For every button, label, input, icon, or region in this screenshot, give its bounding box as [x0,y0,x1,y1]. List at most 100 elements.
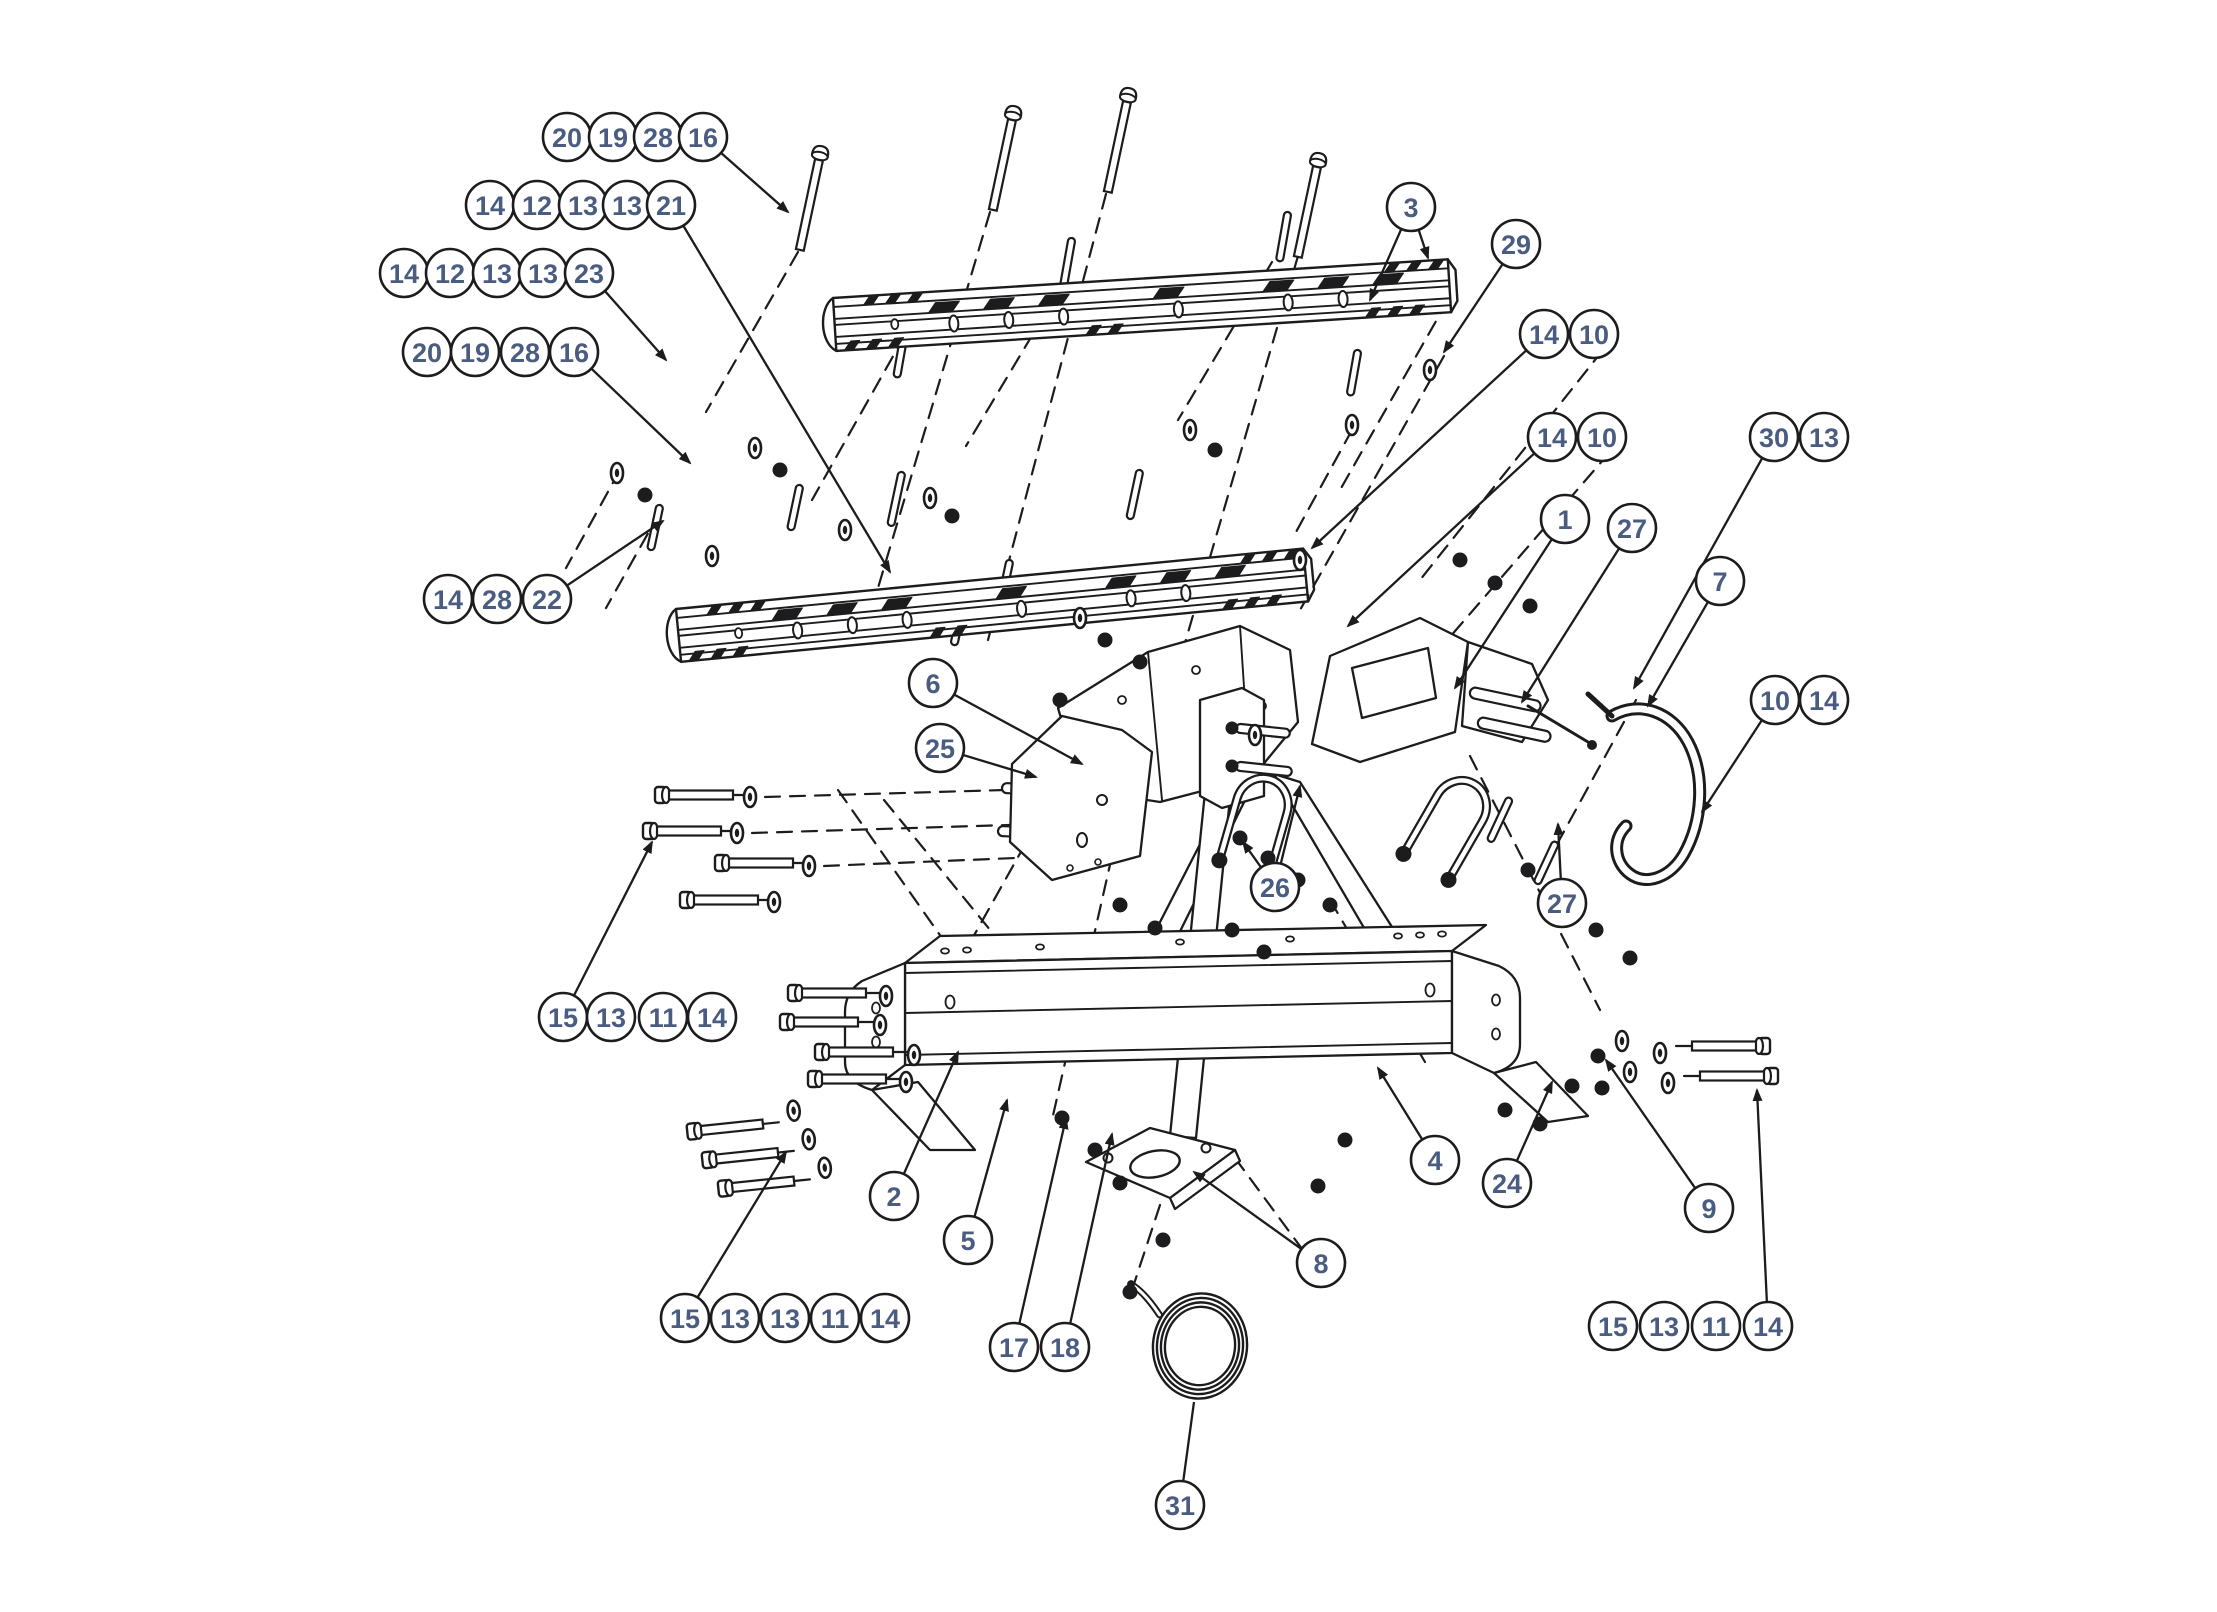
callout-part-11: 11 [1690,1300,1742,1352]
callout-part-10: 10 [1576,411,1628,463]
callout-number: 4 [1427,1146,1442,1176]
callout-number: 15 [548,1003,578,1033]
callout-number: 6 [925,669,940,699]
callout-number: 31 [1165,1491,1195,1521]
callout-part-12: 12 [511,179,563,231]
callout-part-1: 1 [1539,493,1591,545]
callout-number: 12 [522,191,552,221]
callout-number: 22 [532,585,562,615]
callout-number: 17 [999,1333,1029,1363]
leader-line-part-4 [1376,1066,1424,1141]
callout-number: 1 [1557,505,1572,535]
leader-line-part-14 [1310,349,1528,550]
callout-part-20: 20 [541,111,593,163]
front-mounting-rail [821,258,1459,353]
callout-number: 28 [482,585,512,615]
leader-line-part-15 [696,1150,788,1299]
callout-part-13: 13 [471,247,523,299]
callout-number: 13 [720,1304,750,1334]
leader-line-part-16 [590,367,692,465]
callout-part-23: 23 [563,247,615,299]
callout-part-6: 6 [907,657,959,709]
callout-part-14: 14 [859,1292,911,1344]
callout-number: 13 [568,191,598,221]
leader-line-part-26 [1279,784,1303,864]
callout-part-25: 25 [914,722,966,774]
callout-number: 14 [1529,320,1559,350]
leader-line-part-18 [1069,1132,1115,1324]
callout-number: 11 [821,1304,850,1334]
callout-number: 10 [1579,320,1609,350]
callout-part-13: 13 [557,179,609,231]
callout-part-16: 16 [548,326,600,378]
leader-line-part-16 [720,152,790,214]
leader-line-part-3 [1417,229,1430,260]
callout-part-28: 28 [471,573,523,625]
callout-number: 16 [559,338,589,368]
callout-part-30: 30 [1748,411,1800,463]
callout-number: 3 [1403,193,1418,223]
cable-coil [1127,1280,1249,1400]
callout-part-19: 19 [587,111,639,163]
callout-number: 16 [688,123,718,153]
callout-number: 26 [1260,873,1290,903]
callout-part-21: 21 [645,179,697,231]
leader-line-part-2 [902,1050,960,1175]
callout-part-2: 2 [868,1170,920,1222]
callout-number: 13 [1649,1312,1679,1342]
callout-number: 14 [697,1003,727,1033]
callout-number: 24 [1492,1169,1522,1199]
leader-line-part-24 [1515,1080,1554,1162]
callout-part-14: 14 [1798,674,1850,726]
callout-number: 14 [870,1304,900,1334]
callout-number: 21 [656,191,686,221]
callout-number: 9 [1701,1194,1716,1224]
callout-part-11: 11 [809,1292,861,1344]
callout-part-14: 14 [464,179,516,231]
callout-part-14: 14 [422,573,474,625]
callout-number: 11 [649,1003,678,1033]
callout-number: 13 [612,191,642,221]
artwork-layer [609,86,1780,1400]
leader-line-part-26 [1241,840,1263,869]
callout-number: 14 [475,191,505,221]
leader-line-part-27 [1520,547,1621,704]
callout-part-28: 28 [632,111,684,163]
safety-chain-hook [1585,691,1707,886]
callout-part-20: 20 [401,326,453,378]
callout-number: 11 [1702,1312,1731,1342]
leader-line-part-9 [1604,1058,1697,1189]
callout-number: 13 [482,259,512,289]
callout-part-17: 17 [988,1321,1040,1373]
callout-number: 12 [435,259,465,289]
callout-number: 8 [1313,1249,1328,1279]
leader-line-part-21 [682,225,892,574]
callout-part-13: 13 [1798,411,1850,463]
callout-part-26: 26 [1249,861,1301,913]
callout-part-15: 15 [659,1292,711,1344]
callout-part-18: 18 [1039,1321,1091,1373]
callout-part-31: 31 [1154,1479,1206,1531]
handle-plate [1084,1126,1242,1211]
callout-part-13: 13 [1638,1300,1690,1352]
callout-part-5: 5 [942,1214,994,1266]
callout-number: 10 [1587,423,1617,453]
latch-bracket-assembly [1310,616,1597,764]
callout-number: 14 [1809,686,1839,716]
callout-part-27: 27 [1536,877,1588,929]
callout-number: 14 [1537,423,1567,453]
leader-line-part-31 [1182,1401,1196,1482]
callout-part-9: 9 [1683,1182,1735,1234]
callout-part-13: 13 [585,991,637,1043]
callout-number: 19 [460,338,490,368]
callout-number: 14 [389,259,419,289]
u-bolt [1395,776,1491,888]
callout-number: 30 [1759,423,1789,453]
callout-part-24: 24 [1481,1157,1533,1209]
callout-number: 27 [1617,514,1647,544]
callout-part-14: 14 [1518,308,1570,360]
callout-number: 14 [1753,1312,1783,1342]
callout-part-12: 12 [424,247,476,299]
